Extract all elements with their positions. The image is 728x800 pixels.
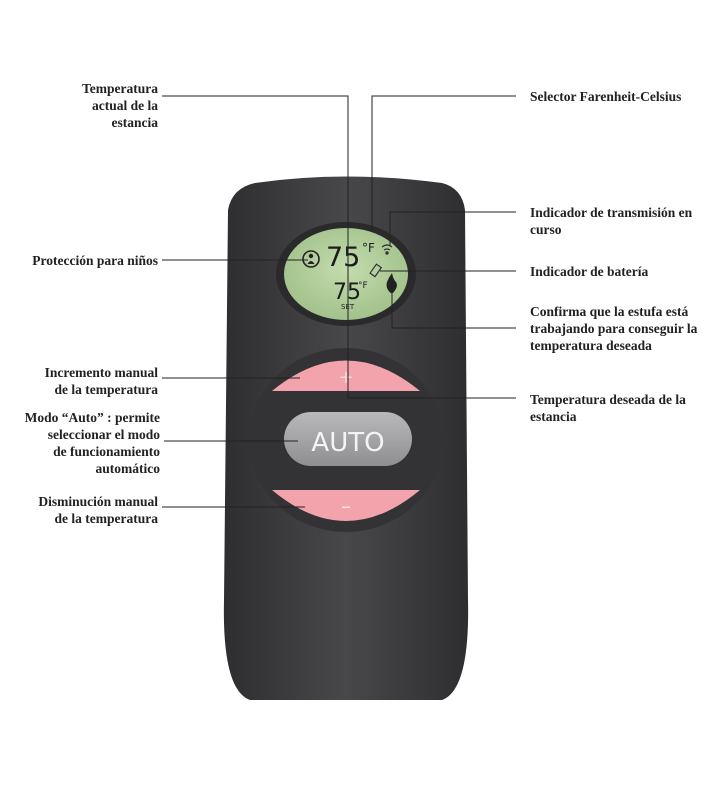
auto-button[interactable] <box>284 412 412 466</box>
label-desired-temp: Temperatura deseada de la estancia <box>530 392 686 424</box>
flame-icon <box>386 273 397 294</box>
increase-symbol: + <box>338 367 353 388</box>
set-temp-unit: °F <box>358 281 368 291</box>
set-temp-value: 75 <box>333 280 361 305</box>
current-temp-value: 75 <box>326 242 360 273</box>
label-transmission: Indicador de transmisión en curso <box>530 205 693 237</box>
increase-button[interactable] <box>272 360 420 392</box>
label-unit-selector: Selector Farenheit-Celsius <box>530 89 682 104</box>
label-child-lock: Protección para niños <box>32 253 158 268</box>
label-stove-working: Confirma que la estufa está trabajando p… <box>530 304 698 353</box>
label-battery: Indicador de batería <box>530 264 649 279</box>
label-manual-increase: Incremento manual de la temperatura <box>44 365 158 397</box>
current-temp-unit: °F <box>362 241 375 255</box>
leader-lines <box>162 95 516 508</box>
decrease-symbol: – <box>341 494 351 518</box>
label-current-temp: Temperatura actual de la estancia <box>82 81 158 130</box>
label-manual-decrease: Disminución manual de la temperatura <box>38 494 158 526</box>
child-lock-icon <box>302 250 320 268</box>
auto-label: AUTO <box>311 428 384 458</box>
battery-icon <box>369 263 383 278</box>
lcd-screen <box>284 228 408 320</box>
decrease-button[interactable] <box>272 490 420 521</box>
label-auto-mode: Modo “Auto” : permite seleccionar el mod… <box>24 410 160 476</box>
transmission-icon <box>381 244 393 255</box>
